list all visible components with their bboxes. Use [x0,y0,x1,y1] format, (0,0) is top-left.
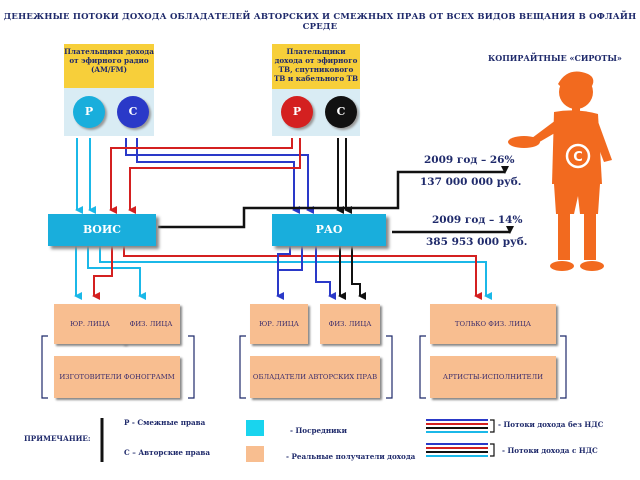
radio-copyright-circle: С [117,96,149,128]
orphans-label: КОПИРАЙТНЫЕ «СИРОТЫ» [488,53,622,63]
flow-sum-rao: 385 953 000 руб. [426,236,528,248]
radio-payer-label: Плательщики дохода от эфирного радио (AM… [64,44,154,88]
tv-copyright-circle: С [325,96,357,128]
legend-intermediaries-swatch [246,420,264,436]
flow-year-vois: 2009 год – 26% [424,154,515,166]
legend-flows-with-vat: - Потоки дохода с НДС [502,446,598,455]
flow-year-rao: 2009 год – 14% [432,214,523,226]
orphan-figure: C [508,71,612,271]
rao-box: РАО [272,214,386,246]
vois-box: ВОИС [48,214,156,246]
performing-artists: АРТИСТЫ-ИСПОЛНИТЕЛИ [430,356,556,398]
legend-copyright: С – Авторские права [124,448,211,457]
legend-related-rights: Р - Смежные права [124,418,206,427]
legend-real-recipients: - Реальные получатели дохода [286,452,416,461]
tv-payer-label: Плательщики дохода от эфирного ТВ, спутн… [272,44,360,89]
legend-real-recipients-swatch [246,446,264,462]
tv-related-rights-circle: Р [281,96,313,128]
legend-note-label: ПРИМЕЧАНИЕ: [24,434,91,443]
legend-flows-no-vat: - Потоки дохода без НДС [498,420,604,429]
radio-related-rights-circle: Р [73,96,105,128]
authors-individuals: ФИЗ. ЛИЦА [320,304,380,344]
copyright-holders: ОБЛАДАТЕЛИ АВТОРСКИХ ПРАВ [250,356,380,398]
copyright-icon [565,143,591,169]
authors-legal-entities: ЮР. ЛИЦА [250,304,308,344]
performers-only-individuals: ТОЛЬКО ФИЗ. ЛИЦА [430,304,556,344]
phonogram-producers: ИЗГОТОВИТЕЛИ ФОНОГРАММ [54,356,180,398]
svg-text:C: C [573,150,583,165]
diagram-title: ДЕНЕЖНЫЕ ПОТОКИ ДОХОДА ОБЛАДАТЕЛЕЙ АВТОР… [3,12,637,32]
producers-legal-entities: ЮР. ЛИЦА [54,304,126,344]
producers-individuals: ФИЗ. ЛИЦА [122,304,180,344]
flow-sum-vois: 137 000 000 руб. [420,176,522,188]
legend-intermediaries: - Посредники [290,426,347,435]
